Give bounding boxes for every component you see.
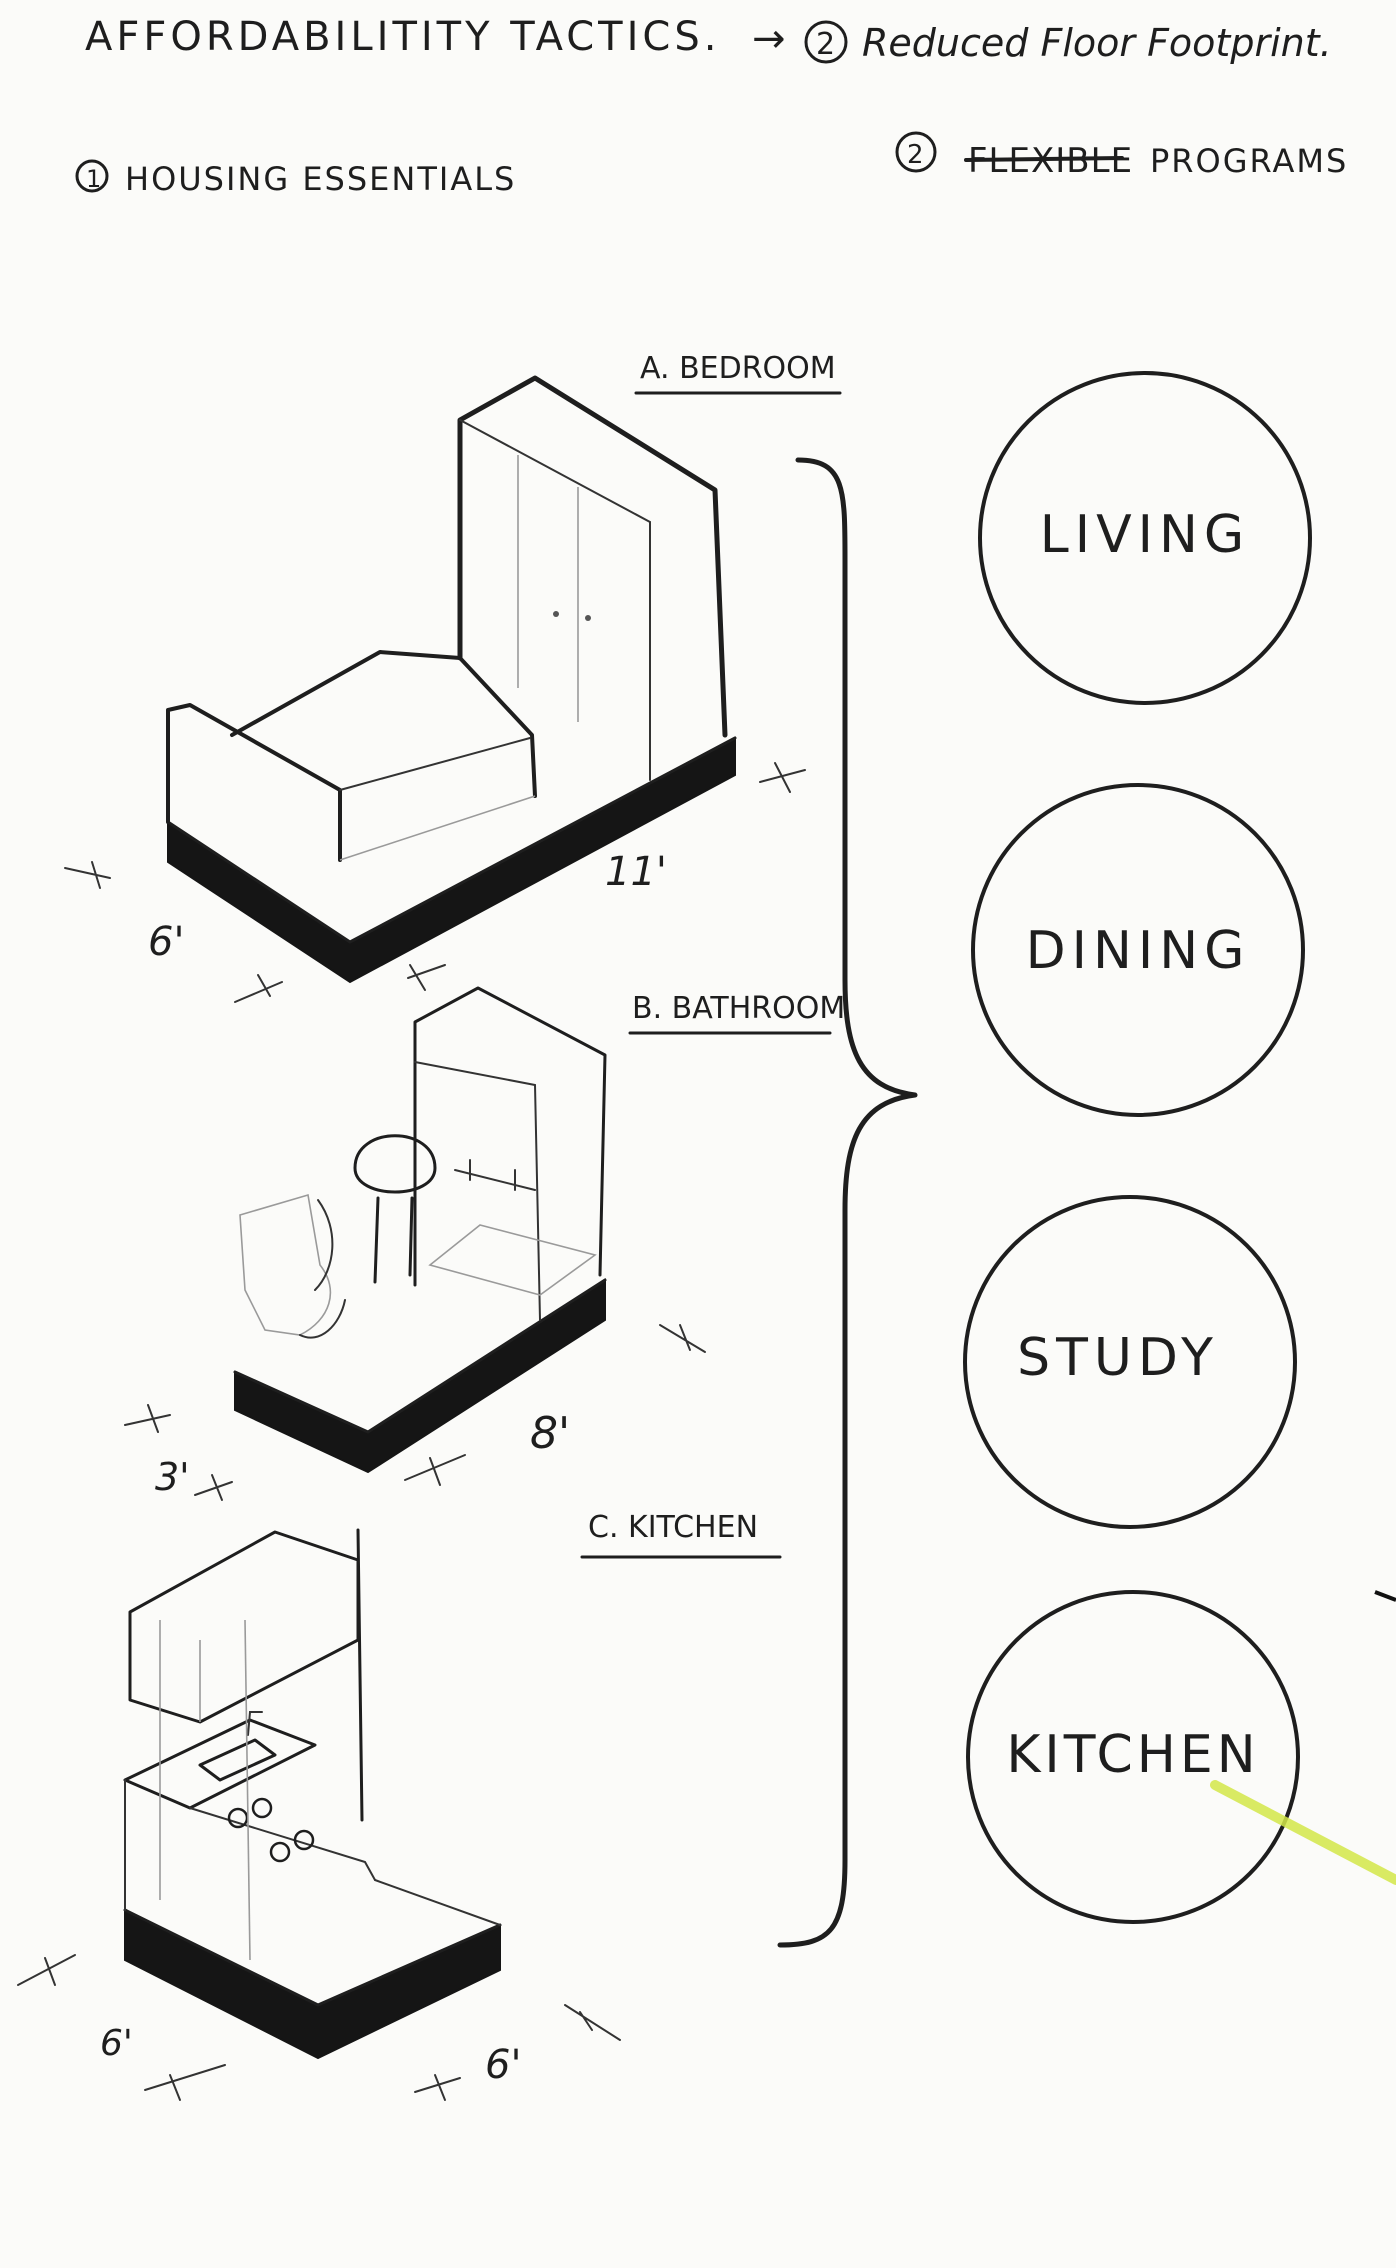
bathroom-label: B. BATHROOM	[632, 991, 845, 1026]
burner	[293, 1829, 315, 1851]
header-tactic: Reduced Floor Footprint.	[862, 21, 1332, 65]
bed-headboard	[166, 703, 342, 862]
programs-number: 2	[907, 140, 924, 170]
header-title: AFFORDABILITITY TACTICS.	[85, 14, 720, 60]
program-circle	[978, 371, 1312, 705]
burner	[269, 1841, 291, 1863]
programs-number-circle	[895, 131, 937, 173]
bedroom-dim-width: 6'	[148, 919, 184, 965]
bed-mattress	[230, 650, 537, 798]
dim-arrow	[234, 974, 283, 1003]
program-living: LIVING	[978, 371, 1312, 705]
grouping-brace	[777, 457, 918, 1948]
highlighter-mark	[1374, 1590, 1396, 1602]
upper-cabinet	[128, 1530, 360, 1724]
header-tactic-number: 2	[816, 27, 835, 62]
bathroom-unit: B. BATHROOM 3' 8'	[124, 986, 845, 1501]
header-arrow: →	[752, 16, 786, 62]
essentials-number: 1	[86, 165, 101, 193]
essentials-number-circle	[75, 159, 109, 193]
programs-heading: 2 FLEXIBLE PROGRAMS	[895, 131, 1348, 181]
dim-arrow	[407, 964, 446, 991]
dim-arrow	[404, 1454, 466, 1486]
kitchen-dim-length: 6'	[485, 2042, 521, 2088]
toilet	[239, 1193, 332, 1336]
kitchen-side-edge	[374, 1879, 501, 1926]
shower-bar	[454, 1159, 536, 1191]
wardrobe-handle	[553, 611, 559, 617]
bedroom-unit: A. BEDROOM 6' 11'	[64, 351, 842, 1003]
programs-label: PROGRAMS	[1150, 142, 1348, 180]
program-circle	[971, 783, 1305, 1117]
program-study: STUDY	[963, 1195, 1297, 1529]
bed-mattress-side	[339, 795, 536, 861]
kitchen-floor-edge	[123, 1908, 502, 2007]
program-label-living: LIVING	[1040, 505, 1250, 565]
dim-arrow	[414, 2074, 461, 2101]
program-circle	[963, 1195, 1297, 1529]
program-kitchen: KITCHEN	[966, 1590, 1300, 1924]
kitchen-base	[124, 1908, 501, 2060]
sink-basin	[353, 1134, 437, 1194]
wardrobe-outline	[457, 375, 728, 738]
program-label-study: STUDY	[1017, 1328, 1219, 1388]
bedroom-floor-edge	[166, 736, 737, 944]
kitchen-dim-width: 6'	[100, 2023, 133, 2064]
kitchen-unit: C. KITCHEN 6' 6'	[17, 1510, 782, 2101]
program-circle	[966, 1590, 1300, 1924]
wardrobe-front-edge	[459, 419, 651, 523]
program-label-dining: DINING	[1026, 921, 1251, 981]
toilet-outline	[299, 1199, 346, 1339]
burner	[251, 1797, 273, 1819]
bathroom-dim-width: 3'	[155, 1455, 190, 1499]
kitchen-counter	[123, 1718, 317, 1810]
bedroom-label: A. BEDROOM	[640, 351, 836, 386]
sink-pedestal	[373, 1196, 414, 1284]
dim-arrow	[194, 1474, 233, 1501]
essentials-heading: 1 HOUSING ESSENTIALS	[75, 159, 516, 198]
kitchen-back-wall	[356, 1528, 364, 1822]
shower-corner	[534, 1084, 541, 1321]
burner	[227, 1807, 249, 1829]
kitchen-pencil-line	[244, 1619, 251, 1961]
dim-arrow	[659, 1324, 706, 1353]
bathroom-dim-length: 8'	[530, 1408, 570, 1459]
dim-arrow	[144, 2064, 226, 2101]
kitchen-sink	[198, 1738, 277, 1782]
dim-arrow	[124, 1404, 171, 1433]
program-dining: DINING	[971, 783, 1305, 1117]
dim-arrow	[17, 1954, 76, 1986]
bed-mattress-edge	[339, 737, 531, 791]
kitchen-label: C. KITCHEN	[588, 1510, 758, 1545]
highlighter-stroke	[1210, 1780, 1396, 1885]
bathroom-floor-edge	[233, 1278, 607, 1434]
wardrobe-handle	[585, 615, 591, 621]
shower-glass	[414, 1061, 536, 1086]
program-label-kitchen: KITCHEN	[1006, 1725, 1259, 1785]
strike-through	[964, 156, 1124, 162]
header-number-circle	[804, 20, 848, 64]
dim-arrow	[759, 762, 806, 793]
shower-enclosure	[413, 986, 607, 1287]
shower-tray	[428, 1224, 597, 1296]
dim-arrow	[64, 861, 111, 889]
essentials-label: HOUSING ESSENTIALS	[125, 160, 516, 198]
dim-arrow	[564, 2004, 621, 2041]
kitchen-faucet	[247, 1711, 263, 1736]
bedroom-dim-length: 11'	[605, 849, 667, 895]
